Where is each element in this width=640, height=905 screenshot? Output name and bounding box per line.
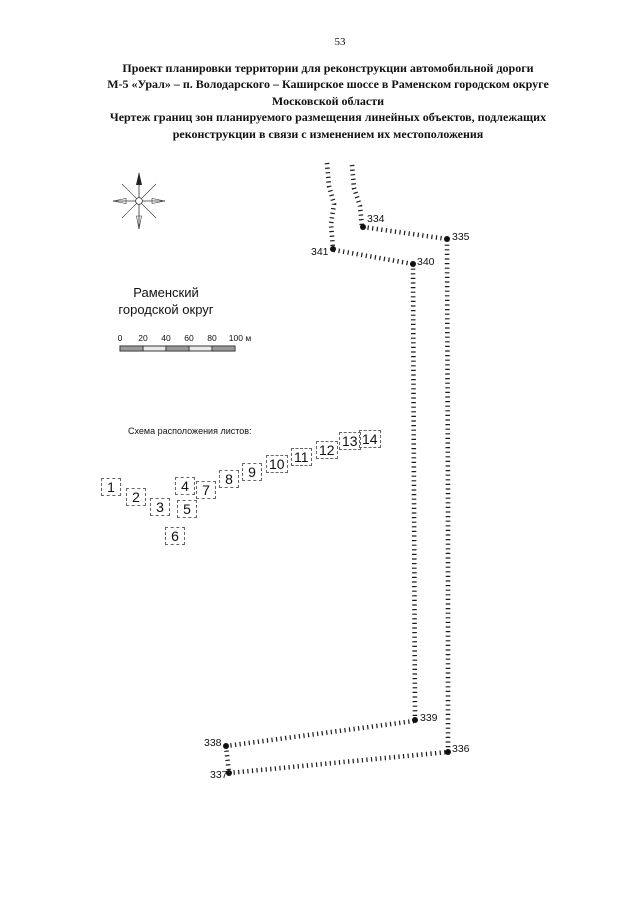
district-label: Раменский городской округ: [92, 284, 240, 318]
scale-tick-label: 0: [117, 333, 123, 343]
sheet-number-11: 11: [291, 448, 312, 466]
point-label-334: 334: [367, 213, 385, 225]
sheet-number-9: 9: [242, 463, 262, 481]
point-label-341: 341: [311, 246, 329, 258]
point-label-337: 337: [210, 769, 228, 781]
district-label-line1: Раменский: [133, 285, 199, 300]
sheet-scheme-label: Схема расположения листов:: [128, 426, 252, 436]
point-338: [223, 743, 229, 749]
point-label-340: 340: [417, 256, 435, 268]
point-340: [410, 261, 416, 267]
title-line-1: Проект планировки территории для реконст…: [122, 61, 534, 75]
boundary-points: [223, 224, 451, 776]
scale-tick-label: 40: [161, 333, 171, 343]
scale-tick-label: 100 м: [228, 333, 252, 343]
title-line-4: Чертеж границ зон планируемого размещени…: [109, 110, 547, 125]
document-title: Проект планировки территории для реконст…: [28, 60, 628, 142]
sheet-number-13: 13: [339, 432, 361, 450]
district-label-line2: городской округ: [118, 302, 214, 317]
point-336: [445, 749, 451, 755]
zone-boundary-lines: [223, 162, 451, 776]
point-label-339: 339: [420, 712, 438, 724]
scale-tick-label: 80: [207, 333, 217, 343]
sheet-number-8: 8: [219, 470, 239, 488]
title-line-5: реконструкции в связи с изменением их ме…: [172, 126, 484, 141]
point-337: [226, 770, 232, 776]
title-line-2: М-5 «Урал» – п. Володарского – Каширское…: [107, 77, 549, 92]
title-line-3: Московской области: [271, 93, 385, 108]
sheet-number-12: 12: [316, 441, 338, 459]
point-341: [330, 246, 336, 252]
point-335: [444, 236, 450, 242]
scale-tick-label: 20: [138, 333, 148, 343]
sheet-number-10: 10: [266, 455, 288, 473]
sheet-number-3: 3: [150, 498, 170, 516]
compass-rose-icon: [112, 172, 166, 230]
point-339: [412, 717, 418, 723]
point-label-336: 336: [452, 743, 470, 755]
sheet-number-2: 2: [126, 488, 146, 506]
sheet-number-1: 1: [101, 478, 121, 496]
sheet-number-6: 6: [165, 527, 185, 545]
scale-bar: [119, 345, 236, 352]
sheet-number-7: 7: [196, 481, 216, 499]
point-label-335: 335: [452, 231, 470, 243]
point-label-338: 338: [204, 737, 222, 749]
sheet-number-5: 5: [177, 500, 197, 518]
scale-tick-label: 60: [184, 333, 194, 343]
point-334: [360, 224, 366, 230]
sheet-number-4: 4: [175, 477, 195, 495]
page-number: 53: [334, 36, 346, 48]
sheet-number-14: 14: [359, 430, 381, 448]
